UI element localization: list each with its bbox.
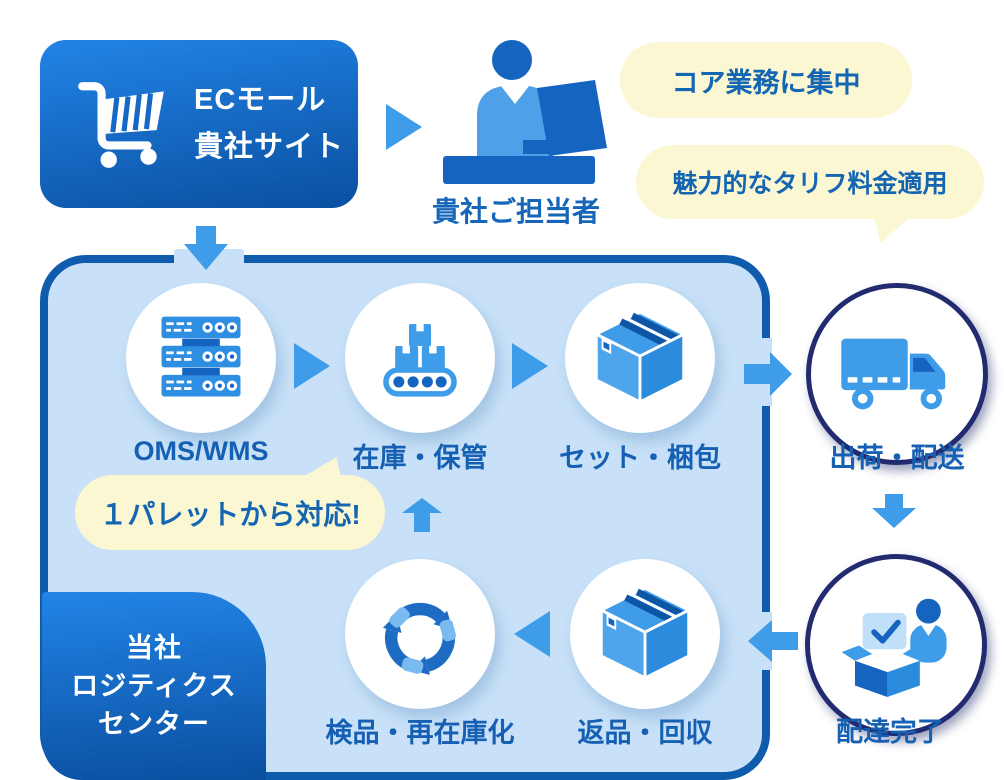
bubble-core-focus-tail: [604, 68, 652, 116]
circle-oms-wms: [126, 283, 276, 433]
arrow-stock-to-packing: [512, 343, 548, 389]
circle-shipping: [806, 283, 988, 465]
recycle-icon: [382, 602, 456, 675]
arrow-returns-to-inspection: [514, 611, 550, 657]
arrow-ec-to-operator: [386, 104, 422, 150]
arrow-delivered-to-returns: [748, 620, 798, 662]
truck-icon: [841, 338, 946, 410]
logistics-center-box: 当社 ロジティクス センター: [42, 592, 266, 780]
ec-site-label-line2: 貴社サイト: [194, 131, 345, 163]
arrow-restock-to-storage: [402, 498, 442, 532]
bubble-pallet-text: １パレットから対応!: [99, 498, 361, 530]
bubble-tariff: 魅力的なタリフ料金適用: [636, 145, 984, 243]
ec-site-box: ECモール 貴社サイト: [40, 40, 358, 208]
bubble-tariff-tail: [874, 217, 910, 243]
label-set-packing: セット・梱包: [559, 443, 721, 473]
label-returns-collection: 返品・回収: [577, 718, 713, 748]
arrow-ec-to-container: [184, 226, 228, 270]
delivery-complete-icon: [841, 598, 947, 697]
arrow-oms-to-stock: [294, 343, 330, 389]
circle-delivered: [805, 554, 987, 736]
bubble-pallet: １パレットから対応!: [75, 457, 385, 550]
arrow-packing-to-shipping: [744, 352, 792, 396]
label-delivered: 配達完了: [836, 717, 944, 747]
label-stock-storage: 在庫・保管: [352, 443, 488, 473]
label-oms-wms: OMS/WMS: [133, 436, 269, 466]
conveyor-icon: [383, 323, 457, 397]
label-shipping: 出荷・配送: [829, 443, 965, 473]
circle-stock-storage: [345, 283, 495, 433]
shopping-cart-icon: [72, 73, 174, 175]
arrow-shipping-to-delivered: [872, 494, 916, 528]
packed-box-icon: [602, 588, 688, 677]
server-icon: [161, 316, 241, 397]
circle-inspection-restock: [345, 559, 495, 709]
logistics-center-line2: ロジティクス: [71, 671, 237, 701]
label-inspection-restock: 検品・再在庫化: [325, 718, 515, 748]
person-at-laptop-icon: [437, 36, 609, 188]
logistics-center-line3: センター: [97, 709, 210, 739]
circle-set-packing: [565, 283, 715, 433]
bubble-tariff-text: 魅力的なタリフ料金適用: [672, 170, 948, 198]
bubble-core-focus: コア業務に集中: [620, 42, 912, 118]
operator-label: 貴社ご担当者: [431, 196, 601, 227]
bubble-core-focus-text: コア業務に集中: [671, 67, 861, 98]
ec-site-label-line1: ECモール: [194, 84, 327, 117]
packed-box-icon: [597, 312, 683, 401]
circle-returns-collection: [570, 559, 720, 709]
logistics-center-line1: 当社: [125, 633, 182, 663]
